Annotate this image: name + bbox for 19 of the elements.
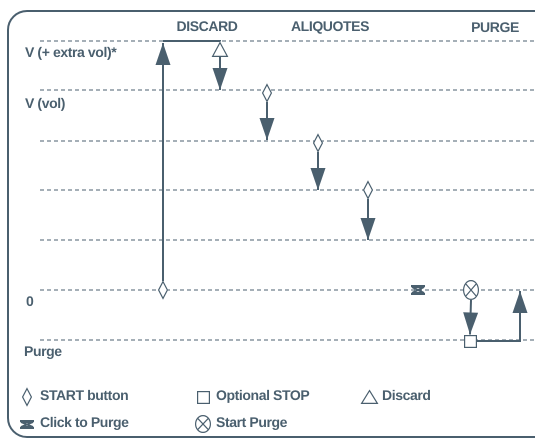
arrow: [260, 102, 274, 140]
legend-text: Click to Purge: [40, 415, 129, 430]
arrow: [212, 56, 228, 90]
arrow: [463, 300, 478, 335]
level-label: Purge: [24, 344, 62, 360]
legend-text: Start Purge: [216, 415, 288, 430]
column-heading: PURGE: [471, 20, 519, 36]
legend-text: Optional STOP: [216, 388, 310, 404]
column-heading: DISCARD: [176, 19, 238, 34]
arrow: [476, 291, 528, 342]
level-label: V (vol): [25, 96, 65, 112]
legend-text: START button: [40, 388, 128, 404]
arrow: [360, 199, 376, 240]
column-heading: ALIQUOTES: [290, 19, 370, 34]
level-label: 0: [26, 294, 34, 310]
arrow: [310, 152, 326, 190]
level-label: V (+ extra vol)*: [25, 45, 116, 60]
legend-text: Discard: [382, 388, 431, 404]
arrow: [156, 43, 170, 281]
